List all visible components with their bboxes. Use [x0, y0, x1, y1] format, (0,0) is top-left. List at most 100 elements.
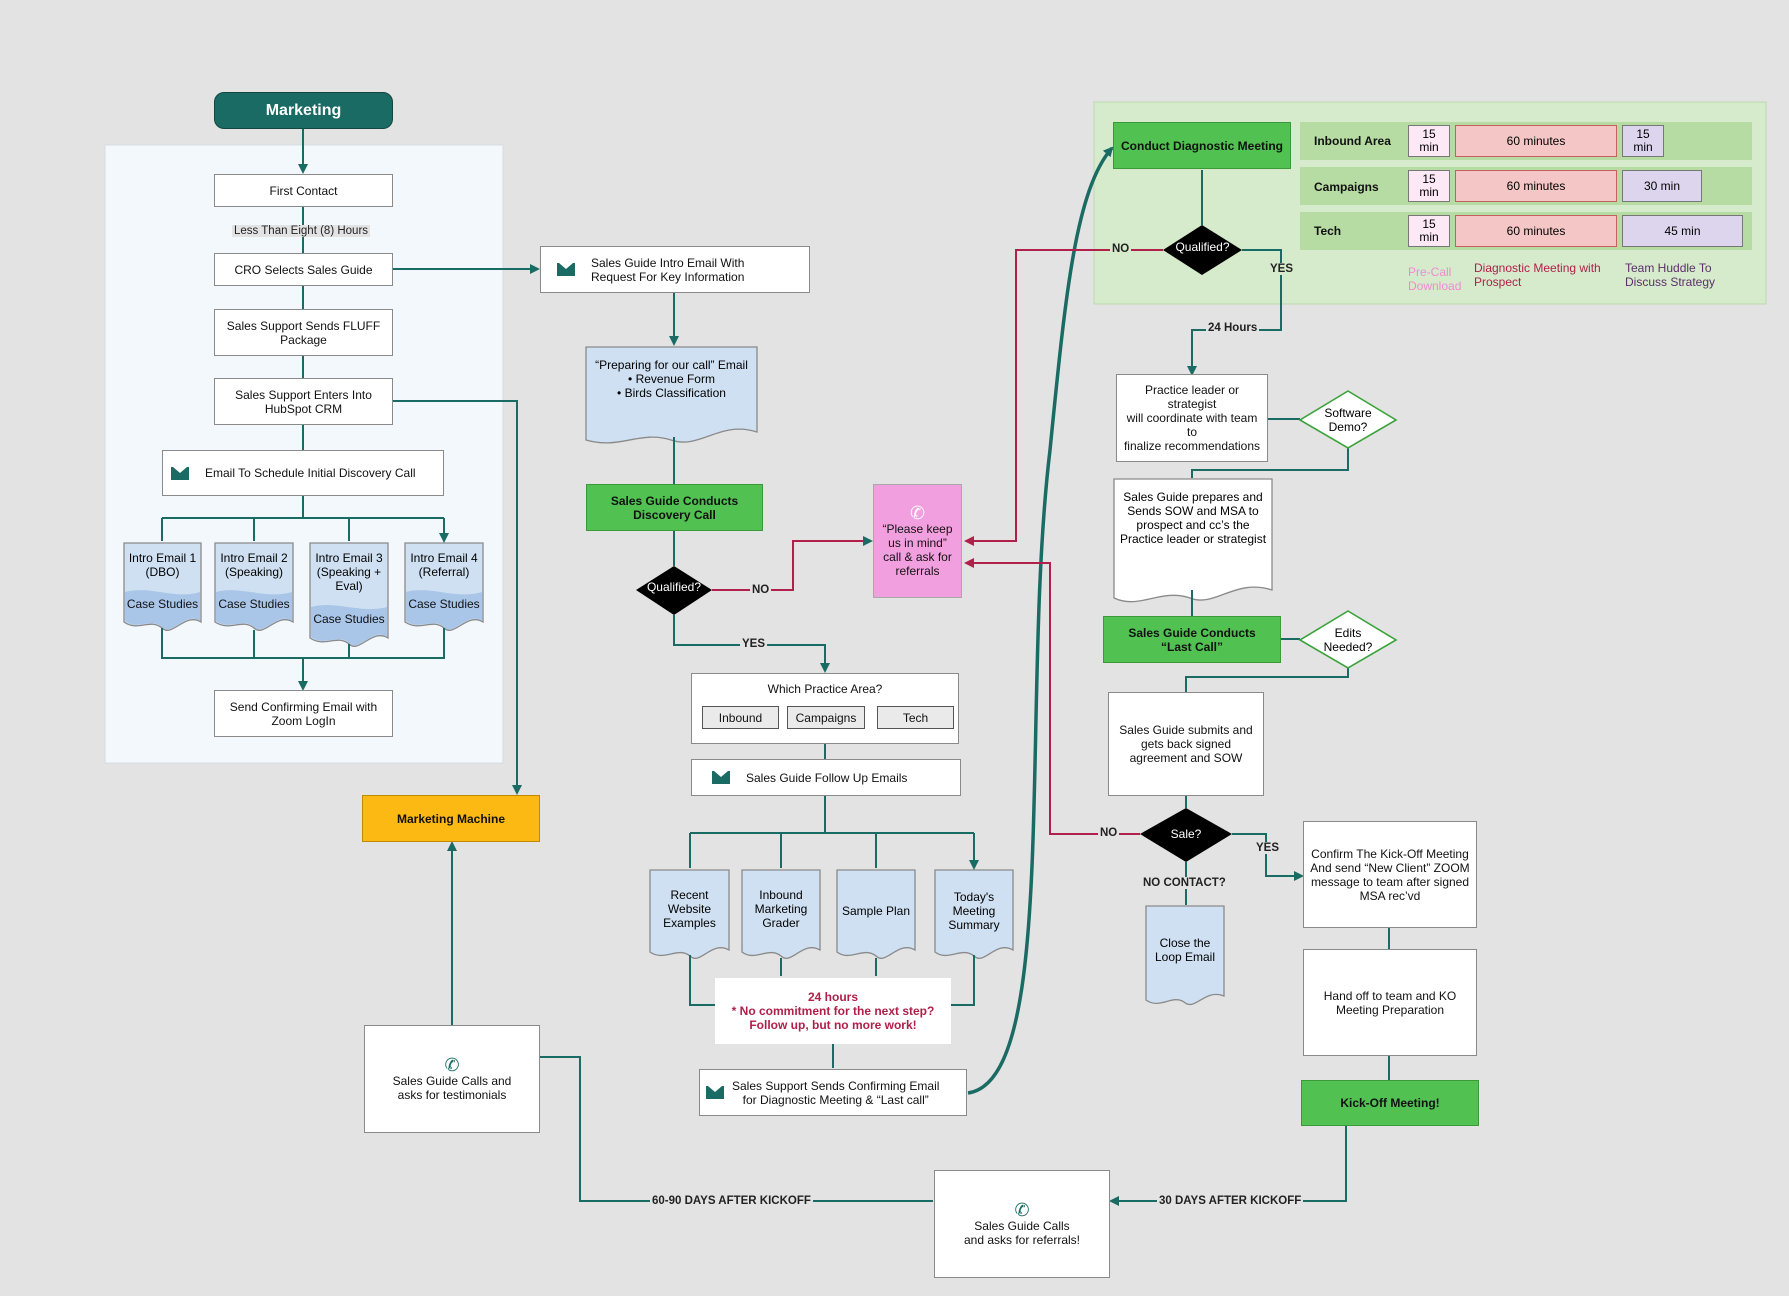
doc-marketing-grader: Inbound Marketing Grader [754, 888, 808, 930]
keep-in-mind-text: “Please keep us in mind” call & ask for … [882, 522, 953, 578]
table-diag-tech: 60 minutes [1455, 215, 1617, 247]
software-demo-label: Software Demo? [1324, 406, 1372, 434]
edge-hubspot-machine [392, 400, 522, 795]
envelope-icon [171, 466, 189, 480]
intro-email-text: Sales Guide Intro Email With Request For… [591, 255, 745, 284]
discovery-call-box: Sales Guide Conducts Discovery Call [586, 484, 763, 531]
testimonials-box: ✆ Sales Guide Calls and asks for testimo… [364, 1025, 540, 1133]
area-inbound: Inbound [702, 706, 779, 729]
doc-website-examples: Recent Website Examples [663, 888, 716, 930]
no-contact-label: NO CONTACT? [1141, 877, 1228, 889]
qualified-mid-no: NO [750, 584, 772, 596]
table-pre-inbound: 15 min [1408, 125, 1450, 157]
marketing-start: Marketing [214, 92, 393, 129]
legend-pre-call: Pre-Call Download [1408, 265, 1462, 293]
doc-shape-3 [836, 869, 916, 959]
doc-sample-plan: Sample Plan [841, 904, 911, 918]
intro-doc-band-2 [216, 590, 292, 630]
confirm-zoom-box: Send Confirming Email with Zoom LogIn [214, 690, 393, 737]
intro-email-2-sub: Case Studies [218, 597, 290, 611]
area-campaigns: Campaigns [787, 706, 865, 729]
follow-up-box: Sales Guide Follow Up Emails [691, 759, 961, 796]
edge-sale-no-keep [964, 558, 1140, 835]
edge-followup-docs [689, 796, 975, 867]
intro-email-3: Intro Email 3 (Speaking + Eval) [315, 551, 383, 593]
intro-email-4-sub: Case Studies [408, 597, 480, 611]
table-diag-inbound: 60 minutes [1455, 125, 1617, 157]
referrals-text: Sales Guide Calls and asks for referrals… [963, 1219, 1081, 1247]
submits-box: Sales Guide submits and gets back signed… [1108, 692, 1264, 796]
marketing-machine-box: Marketing Machine [362, 795, 540, 842]
less-than-eight-label: Less Than Eight (8) Hours [232, 225, 371, 237]
intro-email-2: Intro Email 2 (Speaking) [220, 551, 288, 579]
envelope-icon [557, 263, 575, 276]
intro-email-4: Intro Email 4 (Referral) [410, 551, 478, 579]
edge-qualified-yes-right [1187, 249, 1282, 376]
no-commitment-note: 24 hours * No commitment for the next st… [715, 978, 951, 1044]
table-pre-campaigns: 15 min [1408, 170, 1450, 202]
follow-up-text: Sales Guide Follow Up Emails [746, 770, 908, 785]
email-schedule-box: Email To Schedule Initial Discovery Call [162, 450, 444, 496]
first-contact-box: First Contact [214, 174, 393, 207]
keep-in-mind-box: ✆ “Please keep us in mind” call & ask fo… [873, 484, 962, 598]
qualified-right-label: Qualified? [1175, 240, 1230, 254]
table-huddle-campaigns: 30 min [1622, 170, 1702, 202]
preparing-email-doc: “Preparing for our call” Email • Revenue… [595, 358, 748, 400]
email-schedule-text: Email To Schedule Initial Discovery Call [205, 466, 416, 480]
close-loop-doc-shape [1145, 905, 1225, 1005]
envelope-icon [706, 1086, 724, 1099]
table-huddle-inbound: 15 min [1622, 125, 1664, 157]
edge-kickoff-30 [1109, 1126, 1347, 1206]
legend-huddle: Team Huddle To Discuss Strategy [1625, 261, 1716, 289]
days-60-90-label: 60-90 DAYS AFTER KICKOFF [650, 1195, 813, 1207]
table-area-campaigns: Campaigns [1314, 180, 1379, 194]
edge-docs-heads [689, 845, 974, 868]
legend-diagnostic: Diagnostic Meeting with Prospect [1474, 261, 1601, 289]
edge-split-heads [161, 518, 444, 541]
intro-email-box: Sales Guide Intro Email With Request For… [540, 246, 810, 293]
confirm-kickoff-box: Confirm The Kick-Off Meeting And send “N… [1303, 821, 1477, 928]
intro-doc-band-1 [125, 590, 200, 630]
kickoff-box: Kick-Off Meeting! [1301, 1080, 1479, 1126]
qualified-mid-label: Qualified? [646, 580, 702, 594]
envelope-icon [712, 771, 730, 784]
confirm-diag-box: Sales Support Sends Confirming Email for… [699, 1069, 967, 1116]
phone-icon: ✆ [444, 1055, 460, 1075]
table-pre-tech: 15 min [1408, 215, 1450, 247]
edge-sale-yes [1232, 833, 1304, 881]
edge-edits-submits [1185, 668, 1349, 692]
intro-email-1: Intro Email 1 (DBO) [128, 551, 197, 579]
phone-icon: ✆ [1014, 1200, 1030, 1220]
prepares-sow-doc-shape [1113, 478, 1273, 603]
edge-qualified-no-keep [712, 536, 873, 591]
intro-doc-band-4 [406, 590, 482, 630]
hours-24-label: 24 Hours [1206, 322, 1260, 334]
doc-shape-2 [741, 869, 821, 959]
qualified-right-yes: YES [1268, 263, 1296, 275]
referrals-box: ✆ Sales Guide Calls and asks for referra… [934, 1170, 1110, 1278]
confirm-diag-text: Sales Support Sends Confirming Email for… [732, 1078, 940, 1107]
hubspot-box: Sales Support Enters Into HubSpot CRM [214, 378, 393, 425]
qualified-diamond-right [1163, 225, 1242, 275]
cro-selects-box: CRO Selects Sales Guide [214, 253, 393, 286]
intro-email-3-sub: Case Studies [313, 612, 385, 626]
phone-icon: ✆ [909, 503, 926, 523]
edits-needed-diamond [1298, 610, 1398, 669]
edits-needed-label: Edits Needed? [1323, 626, 1373, 654]
practice-leader-box: Practice leader or strategist will coord… [1116, 374, 1268, 462]
table-huddle-tech: 45 min [1622, 215, 1743, 247]
last-call-box: Sales Guide Conducts “Last Call” [1103, 616, 1281, 663]
sale-label: Sale? [1170, 827, 1202, 841]
qualified-mid-yes: YES [740, 638, 768, 650]
intro-doc-band-3 [311, 604, 387, 646]
edge-right-no-keep [964, 249, 1163, 546]
diagnostic-meeting-box: Conduct Diagnostic Meeting [1113, 122, 1291, 169]
table-area-inbound: Inbound Area [1314, 134, 1391, 148]
days-30-label: 30 DAYS AFTER KICKOFF [1157, 1195, 1304, 1207]
sale-diamond [1140, 808, 1232, 862]
edge-demo-sow [1191, 448, 1349, 478]
area-tech: Tech [877, 706, 954, 729]
preparing-doc-shape [585, 346, 758, 444]
qualified-diamond-mid [636, 566, 712, 615]
close-loop-doc: Close the Loop Email [1154, 936, 1216, 964]
